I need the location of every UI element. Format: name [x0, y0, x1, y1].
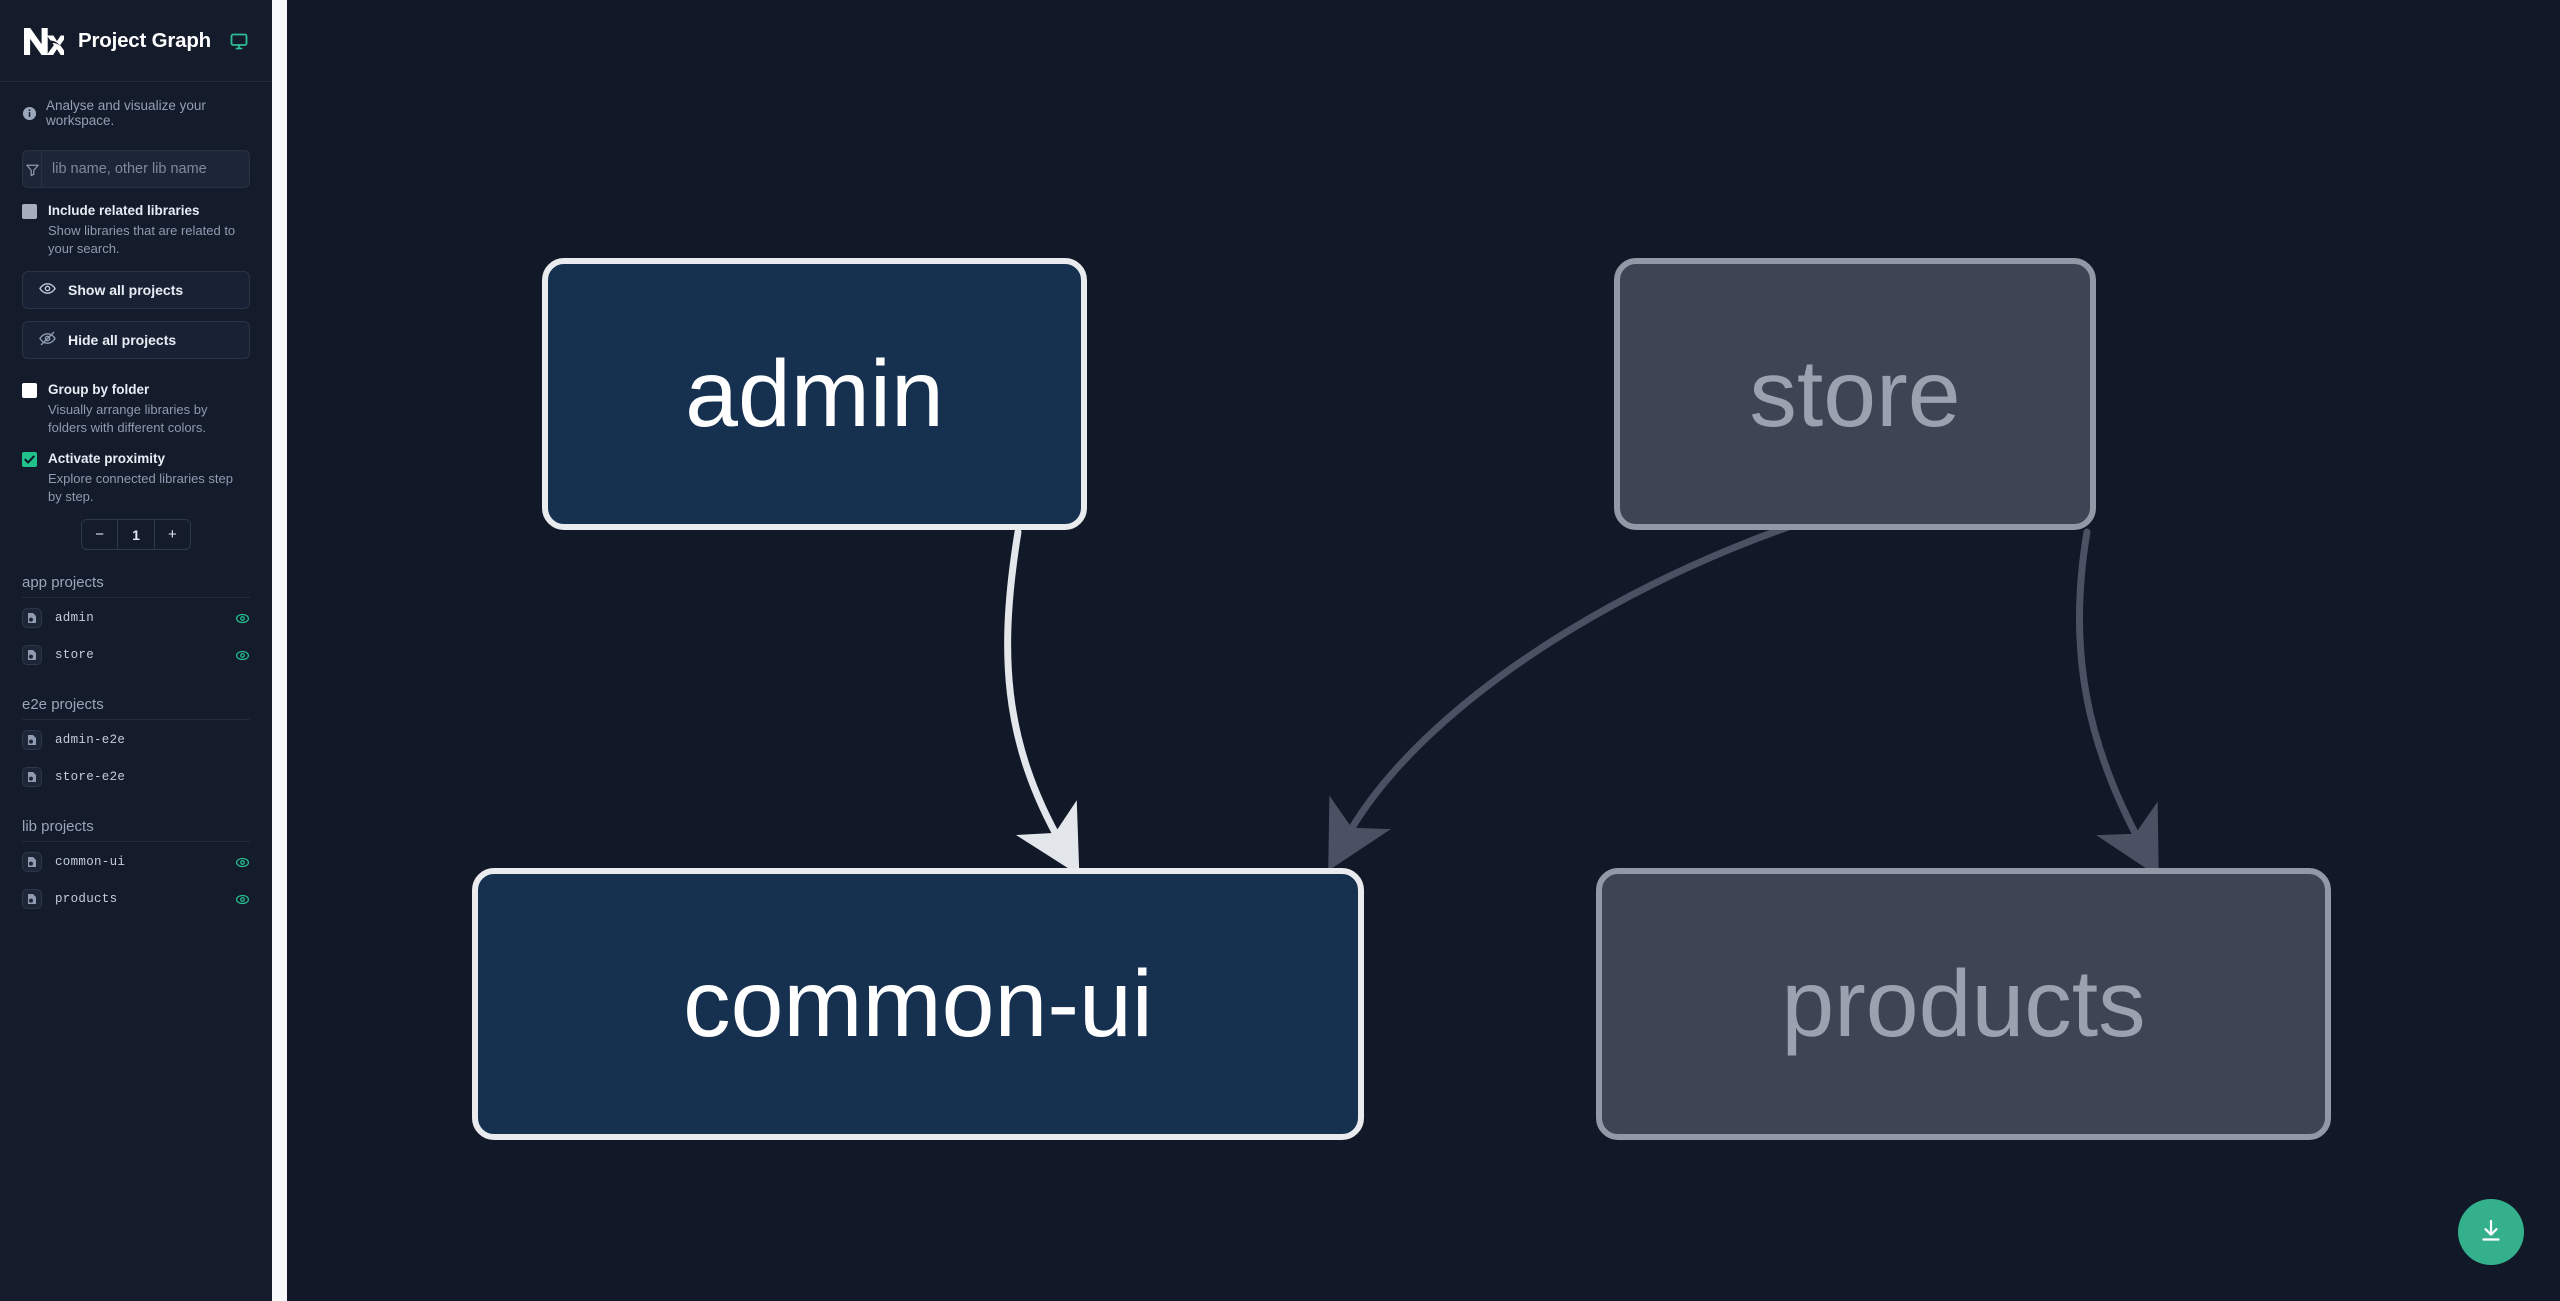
group-by-folder-checkbox[interactable]: [22, 383, 37, 399]
include-related-libraries-desc: Show libraries that are related to your …: [48, 223, 236, 256]
search-input[interactable]: [42, 151, 249, 187]
edge-admin-to-common-ui: [1004, 528, 1080, 876]
group-app-projects: app projects admin: [22, 574, 250, 672]
sidebar-body: Include related libraries Show libraries…: [0, 140, 272, 916]
proximity-value: 1: [117, 520, 155, 550]
graph-node-label: common-ui: [683, 950, 1153, 1057]
info-icon: [22, 106, 37, 121]
project-visibility-eye-icon[interactable]: [235, 855, 250, 870]
edge-store-to-products: [2075, 528, 2159, 877]
eye-off-icon: [39, 330, 56, 350]
graph-node-admin[interactable]: admin: [542, 258, 1087, 530]
graph-node-label: store: [1749, 340, 1961, 447]
nx-logo-icon: [22, 23, 68, 59]
project-row-store-e2e[interactable]: store-e2e: [22, 760, 250, 794]
project-visibility-eye-icon[interactable]: [235, 648, 250, 663]
option-activate-proximity[interactable]: Activate proximity Explore connected lib…: [22, 450, 250, 505]
tagline-text: Analyse and visualize your workspace.: [46, 98, 206, 128]
edge-store-to-common-ui: [1328, 489, 1909, 871]
group-e2e-projects-title: e2e projects: [22, 696, 250, 721]
project-visibility-eye-icon[interactable]: [235, 892, 250, 907]
sidebar-header: Project Graph: [0, 0, 272, 82]
search-bar[interactable]: [22, 150, 250, 188]
project-file-icon[interactable]: [22, 852, 42, 873]
include-related-libraries-checkbox[interactable]: [22, 204, 37, 219]
funnel-icon-box: [23, 151, 42, 187]
group-by-folder-desc: Visually arrange libraries by folders wi…: [48, 402, 208, 435]
graph-canvas[interactable]: admin store common-ui products: [287, 0, 2560, 1301]
project-file-icon[interactable]: [22, 730, 42, 751]
show-all-projects-button[interactable]: Show all projects: [22, 271, 250, 310]
proximity-stepper[interactable]: − 1 +: [81, 519, 191, 551]
funnel-icon: [25, 162, 40, 177]
graph-node-label: admin: [685, 340, 944, 447]
project-file-icon[interactable]: [22, 608, 42, 629]
group-by-folder-label: Group by folder: [48, 382, 150, 398]
activate-proximity-label: Activate proximity: [48, 451, 166, 467]
project-row-admin[interactable]: admin: [22, 601, 250, 635]
download-icon: [2477, 1217, 2505, 1248]
activate-proximity-text: Activate proximity Explore connected lib…: [48, 450, 250, 505]
sidebar-resize-handle[interactable]: [272, 0, 287, 1301]
project-name: store-e2e: [55, 770, 126, 785]
show-all-projects-label: Show all projects: [68, 282, 184, 299]
project-row-products[interactable]: products: [22, 882, 250, 916]
hide-all-projects-button[interactable]: Hide all projects: [22, 321, 250, 360]
project-row-common-ui[interactable]: common-ui: [22, 845, 250, 879]
activate-proximity-checkbox[interactable]: [22, 452, 37, 468]
group-by-folder-text: Group by folder Visually arrange librari…: [48, 381, 250, 436]
project-file-icon[interactable]: [22, 645, 42, 666]
project-name: store: [55, 648, 95, 663]
project-file-icon[interactable]: [22, 889, 42, 910]
activate-proximity-desc: Explore connected libraries step by step…: [48, 471, 233, 504]
page-title: Project Graph: [78, 28, 211, 52]
hide-all-projects-label: Hide all projects: [68, 332, 177, 349]
include-related-libraries-text: Include related libraries Show libraries…: [48, 202, 250, 257]
proximity-decrement-button[interactable]: −: [82, 520, 118, 550]
proximity-increment-button[interactable]: +: [154, 520, 190, 550]
include-related-libraries-label: Include related libraries: [48, 203, 200, 218]
option-include-related-libraries[interactable]: Include related libraries Show libraries…: [22, 202, 250, 257]
graph-node-label: products: [1781, 950, 2146, 1057]
group-app-projects-title: app projects: [22, 574, 250, 599]
group-lib-projects: lib projects common-ui: [22, 818, 250, 916]
sidebar: Project Graph Analyse and visualize your…: [0, 0, 272, 1301]
group-lib-projects-title: lib projects: [22, 818, 250, 843]
eye-icon: [39, 280, 56, 300]
graph-node-products[interactable]: products: [1596, 868, 2331, 1140]
project-name: common-ui: [55, 855, 126, 870]
group-e2e-projects: e2e projects admin-e2e: [22, 696, 250, 794]
sidebar-tagline: Analyse and visualize your workspace.: [0, 82, 272, 140]
project-name: admin-e2e: [55, 733, 126, 748]
download-graph-button[interactable]: [2458, 1199, 2524, 1265]
project-row-store[interactable]: store: [22, 638, 250, 672]
graph-node-store[interactable]: store: [1614, 258, 2096, 530]
project-name: products: [55, 892, 118, 907]
project-row-admin-e2e[interactable]: admin-e2e: [22, 723, 250, 757]
monitor-icon[interactable]: [229, 31, 249, 51]
project-name: admin: [55, 611, 95, 626]
project-file-icon[interactable]: [22, 767, 42, 788]
project-visibility-eye-icon[interactable]: [235, 611, 250, 626]
graph-node-common-ui[interactable]: common-ui: [472, 868, 1364, 1140]
option-group-by-folder[interactable]: Group by folder Visually arrange librari…: [22, 381, 250, 436]
